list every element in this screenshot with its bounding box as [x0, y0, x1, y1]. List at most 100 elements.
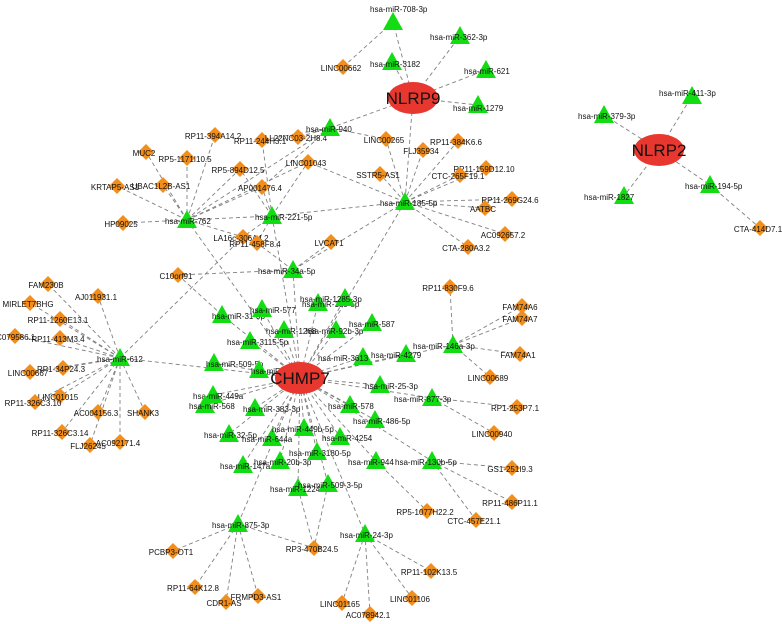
lncrna-node-ac004156-3: AC004156.3: [74, 404, 119, 420]
node-label: NLRP2: [632, 141, 687, 160]
node-label: hsa-miR-3613: [318, 354, 369, 363]
triangle-icon: [203, 385, 223, 403]
lncrna-node-cta-414d7-1: CTA-414D7.1: [734, 220, 782, 236]
mirna-node-hsa-mir-25-3p: hsa-miR-25-3p: [365, 375, 418, 393]
diamond-icon: [478, 160, 494, 176]
diamond-icon: [250, 588, 266, 604]
node-label: hsa-miR-1224: [270, 485, 321, 494]
lncrna-node-rp1-34p24-3: RP1-34P24.3: [37, 360, 86, 376]
node-label: CTA-280A3.2: [442, 244, 490, 253]
diamond-icon: [323, 234, 339, 250]
mirna-node-hsa-mir-92b-3p: hsa-miR-92b-3p: [306, 320, 364, 338]
diamond-icon: [482, 369, 498, 385]
edge-hsa-mir-762-to-hp09025: [122, 219, 188, 224]
edge-hsa-mir-612-to-rp1-34p24-3: [62, 357, 121, 369]
node-label: hsa-miR-139-5p: [302, 300, 360, 309]
node-label: hsa-miR-34a-5p: [258, 267, 316, 276]
triangle-icon: [110, 348, 130, 366]
node-label: RP11-326C3.10: [5, 399, 62, 408]
node-label: hsa-miR-612: [97, 355, 143, 364]
node-label: CHMP7: [270, 369, 330, 388]
hub-node-nlrp2: NLRP2: [632, 134, 687, 166]
lncrna-node-c10orf91: C10orf91: [160, 267, 193, 283]
node-label: hsa-miR-25-3p: [365, 382, 418, 391]
edge-hsa-mir-875-3p-to-frmpd3-as1: [237, 523, 259, 597]
mirna-node-hsa-mir-509-5p: hsa-miR-509-5p: [204, 353, 264, 371]
node-label: LL22NC03-2H8.4: [265, 134, 328, 143]
triangle-icon: [382, 52, 402, 70]
node-label: KRTAP5-AS1: [91, 183, 140, 192]
hub-ellipse: [388, 82, 438, 114]
triangle-icon: [212, 305, 232, 323]
lncrna-node-rp11-830f9-6: RP11-830F9.6: [422, 279, 474, 295]
diamond-icon: [290, 129, 306, 145]
triangle-icon: [396, 344, 416, 362]
mirna-node-hsa-mir-147a: hsa-miR-147a: [220, 455, 271, 473]
lncrna-node-fam74a6: FAM74A6: [502, 298, 538, 314]
node-label: LINC00667: [8, 369, 49, 378]
triangle-icon: [468, 95, 488, 113]
edge-hsa-mir-221-5p-to-rp5-894d12-5: [239, 168, 273, 217]
mirna-node-hsa-mir-383-3p: hsa-miR-383-3p: [243, 398, 301, 416]
diamond-icon: [112, 434, 128, 450]
triangle-icon: [476, 60, 496, 78]
diamond-icon: [514, 310, 530, 326]
lncrna-node-linc00940: LINC00940: [472, 425, 513, 441]
edge-nlrp9-to-hsa-mir-362-3p: [412, 35, 461, 99]
lncrna-node-linc00667: LINC00667: [8, 364, 49, 380]
triangle-icon: [283, 260, 303, 278]
lncrna-node-flj35934: FLJ35934: [403, 142, 439, 158]
node-label: hsa-miR-587: [349, 320, 395, 329]
diamond-icon: [138, 144, 154, 160]
triangle-icon: [370, 375, 390, 393]
triangle-icon: [318, 474, 338, 492]
lncrna-node-krtap5-as1: KRTAP5-AS1: [91, 178, 140, 194]
node-label: AC092171.4: [96, 439, 141, 448]
diamond-icon: [90, 404, 106, 420]
mirna-node-hsa-mir-185-5p: hsa-miR-185-5p: [380, 192, 438, 210]
edge-hsa-mir-130b-5p-to-gs1-251i9-3: [431, 460, 513, 469]
edge-hsa-mir-944-to-rp5-1077h22-2: [375, 460, 428, 512]
node-label: RP11-394A14.2: [185, 132, 242, 141]
node-label: hsa-miR-4254: [322, 434, 373, 443]
mirna-node-hsa-mir-875-3p: hsa-miR-875-3p: [212, 514, 270, 532]
diamond-icon: [232, 161, 248, 177]
lncrna-node-linc00265: LINC00265: [364, 131, 405, 147]
triangle-icon: [288, 478, 308, 496]
lncrna-node-ap001476-4: AP001476.4: [238, 179, 283, 195]
node-label: AP001476.4: [238, 184, 283, 193]
node-label: PCBP3-OT1: [149, 548, 194, 557]
triangle-icon: [228, 514, 248, 532]
edge-hsa-mir-762-to-chmp7: [186, 219, 301, 379]
triangle-icon: [294, 418, 314, 436]
node-label: FLJ26245: [70, 442, 106, 451]
lncrna-node-flj26245: FLJ26245: [70, 437, 106, 453]
mirna-node-hsa-mir-621: hsa-miR-621: [464, 60, 510, 78]
diamond-icon: [22, 364, 38, 380]
mirna-node-hsa-mir-24-3p: hsa-miR-24-3p: [340, 524, 393, 542]
lncrna-node-mirlet7bhg: MIRLET7BHG: [2, 295, 54, 311]
node-label: RP11-244H3.1: [234, 137, 287, 146]
edge-hsa-mir-185-5p-to-ctc-265f19-1: [404, 174, 461, 203]
triangle-icon: [422, 451, 442, 469]
edge-hsa-mir-762-to-hsa-mir-221-5p: [186, 215, 273, 221]
diamond-icon: [512, 346, 528, 362]
mirna-node-hsa-mir-449b-5p: hsa-miR-449b-5p: [272, 418, 334, 436]
lncrna-node-ac092657-2: AC092657.2: [481, 226, 526, 242]
edge-hsa-mir-612-to-linc01015: [59, 357, 121, 397]
diamond-icon: [179, 150, 195, 166]
edge-hsa-mir-185-5p-to-cta-280a3-2: [404, 201, 469, 248]
diamond-icon: [55, 360, 71, 376]
edge-hsa-mir-31-5p-to-c10orf91: [177, 274, 223, 316]
triangle-icon: [365, 410, 385, 428]
edge-hsa-mir-877-3p-to-rp1-253p7-1: [431, 397, 518, 408]
node-label: hsa-miR-1827: [584, 193, 635, 202]
node-label: hsa-miR-509-5p: [206, 360, 264, 369]
diamond-icon: [509, 399, 525, 415]
edge-hsa-mir-146a-3p-to-fam74a1: [452, 344, 521, 355]
triangle-icon: [422, 388, 442, 406]
node-label: LINC00689: [468, 374, 509, 383]
lncrna-node-fam74a7: FAM74A7: [502, 310, 538, 326]
